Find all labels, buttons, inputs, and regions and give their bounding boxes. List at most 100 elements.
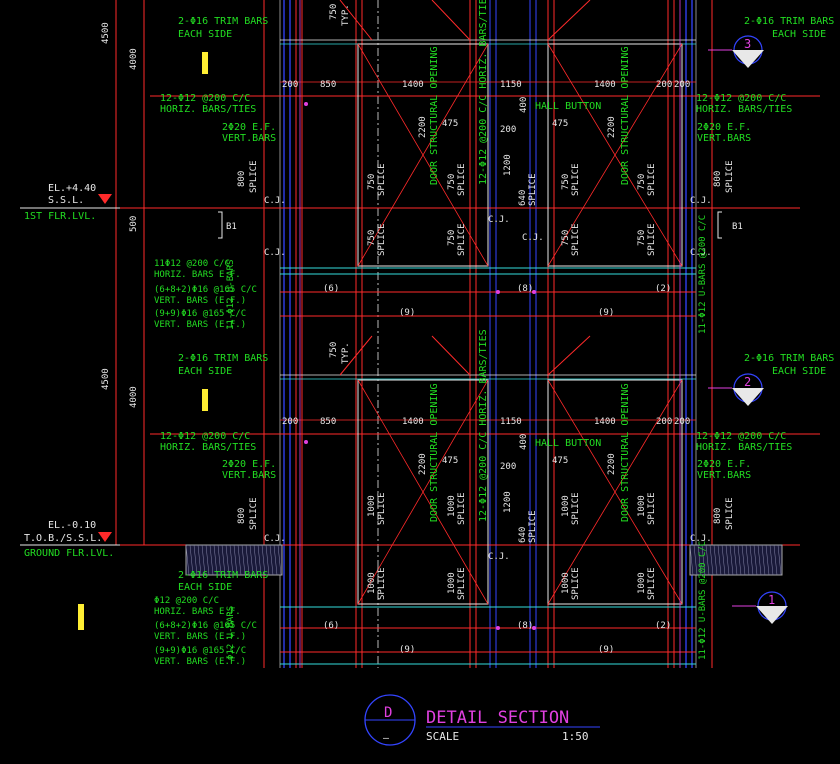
ground-hatch-stroke xyxy=(713,544,718,576)
ground-hatch-stroke xyxy=(769,544,774,576)
dim-2200-c: 2200 xyxy=(418,453,428,475)
section-marker-triangle xyxy=(732,388,764,406)
dim-750-f: 750 xyxy=(447,230,457,246)
splice-750-h: SPLICE xyxy=(647,223,657,256)
level-triangle-lower xyxy=(98,532,112,542)
rebar-dot xyxy=(304,440,308,444)
ground-hatch-stroke xyxy=(701,544,706,576)
level-upper-ssl: S.S.L. xyxy=(48,195,84,206)
splice-1000-b: SPLICE xyxy=(457,492,467,525)
ground-hatch-stroke xyxy=(729,544,734,576)
ground-hatch-stroke xyxy=(241,544,246,576)
yellow-marker xyxy=(202,389,208,411)
dim-640-b: 640 xyxy=(518,527,528,543)
ground-hatch-stroke xyxy=(733,544,738,576)
ground-hatch-stroke xyxy=(249,544,254,576)
level-marker-upper: EL.+4.40 S.S.L. 1ST FLR.LVL. xyxy=(24,183,96,222)
dim-850-b: 850 xyxy=(320,417,336,427)
ground-hatch-stroke xyxy=(709,544,714,576)
ground-hatch-stroke xyxy=(277,544,282,576)
vert-ef-note-b-lower: (9+9)Φ16 @165 C/C xyxy=(154,646,246,656)
vert-bars-label-right: VERT.BARS xyxy=(697,133,751,144)
horiz-ef-label-lower: HORIZ. BARS E.F. xyxy=(154,607,241,617)
door-opening-diagonal xyxy=(547,379,683,605)
splice-800-b: SPLICE xyxy=(725,160,735,193)
vert-bars-note-left: 2Φ20 E.F. xyxy=(222,122,276,133)
ground-hatch-stroke xyxy=(197,544,202,576)
dim-1200-b: 1200 xyxy=(503,491,513,513)
dim-200-a: 200 xyxy=(282,80,298,90)
door-opening-label-c: DOOR STRUCTURAL OPENING xyxy=(429,384,440,522)
vert-ef-note-a-lower: (6+8+2)Φ16 @165 C/C xyxy=(154,621,257,631)
splice-750-c: SPLICE xyxy=(571,163,581,196)
splice-750-g: SPLICE xyxy=(571,223,581,256)
horiz-ties-note-right: 12-Φ12 @200 C/C xyxy=(696,93,786,104)
storey-lower-notes: 2-Φ16 TRIM BARS EACH SIDE 2-Φ16 TRIM BAR… xyxy=(101,329,834,600)
level-upper-elevation: EL.+4.40 xyxy=(48,183,96,194)
ground-hatch-stroke xyxy=(777,544,782,576)
door-opening-frame xyxy=(357,379,489,605)
rebar-dot xyxy=(304,102,308,106)
level-lower-ssl: T.O.B./S.S.L. xyxy=(24,533,102,544)
ground-hatch-stroke xyxy=(741,544,746,576)
dim-200-e: 200 xyxy=(282,417,298,427)
detail-bubble-sub: — xyxy=(383,733,390,744)
splice-1000-a: SPLICE xyxy=(377,492,387,525)
dim-800-a: 800 xyxy=(237,171,247,187)
each-side-note-left: EACH SIDE xyxy=(178,29,232,40)
dim-750-e: 750 xyxy=(367,230,377,246)
bars-8-lower: (8) xyxy=(517,621,533,631)
level-lower-elevation: EL.-0.10 xyxy=(48,520,96,531)
b1-bracket-left xyxy=(218,211,223,239)
door-opening-label-d: DOOR STRUCTURAL OPENING xyxy=(620,384,631,522)
trim-bar-diagonal xyxy=(547,0,591,41)
dim-800-c: 800 xyxy=(237,508,247,524)
trim-bars-note-left: 2-Φ16 TRIM BARS xyxy=(178,16,268,27)
scale-value: 1:50 xyxy=(562,730,589,743)
horiz-ef-note-upper: 11Φ12 @200 C/C xyxy=(154,259,230,269)
door-opening-frame xyxy=(547,43,683,267)
section-marker-2-label: 2 xyxy=(744,375,751,389)
ground-hatch-stroke xyxy=(237,544,242,576)
ground-hatch-stroke xyxy=(209,544,214,576)
u-bars-right-lower: 11-Φ12 U-BARS @200 C/C xyxy=(698,541,708,660)
horiz-ties-note-left: 12-Φ12 @200 C/C xyxy=(160,93,250,104)
bars-9-upper-b: (9) xyxy=(598,308,614,318)
ground-hatch-stroke xyxy=(773,544,778,576)
splice-1000-f: SPLICE xyxy=(457,567,467,600)
typ-label-b: TYP. xyxy=(341,342,351,364)
drawing-geometry xyxy=(20,0,820,668)
door-opening-diagonal xyxy=(357,379,489,605)
splice-1000-h: SPLICE xyxy=(647,567,657,600)
trim-bars-note-left-2: 2-Φ16 TRIM BARS xyxy=(178,353,268,364)
ground-hatch-stroke xyxy=(257,544,262,576)
dim-1000-f: 1000 xyxy=(447,572,457,594)
ground-hatch-stroke xyxy=(265,544,270,576)
dim-2200-a: 2200 xyxy=(418,116,428,138)
vert-ef-label-b-upper: VERT. BARS (E.F.) xyxy=(154,320,246,330)
bars-9-lower-a: (9) xyxy=(399,645,415,655)
ground-hatch-stroke xyxy=(233,544,238,576)
dim-750-typ: 750 xyxy=(329,4,339,20)
dim-850-a: 850 xyxy=(320,80,336,90)
level-lower-name: GROUND FLR.LVL. xyxy=(24,548,114,559)
detail-bubble-letter: D xyxy=(384,705,392,721)
dim-475-b: 475 xyxy=(552,119,568,129)
section-marker-2: 2 xyxy=(744,375,751,389)
b1-bracket-right xyxy=(717,211,722,239)
ground-hatch-stroke xyxy=(761,544,766,576)
bars-9-upper-a: (9) xyxy=(399,308,415,318)
horiz-ties-note-left-2: 12-Φ12 @200 C/C xyxy=(160,431,250,442)
dim-400-a: 400 xyxy=(519,97,529,113)
ground-hatch-stroke xyxy=(213,544,218,576)
ground-hatch-stroke xyxy=(753,544,758,576)
splice-750-a: SPLICE xyxy=(377,163,387,196)
horiz-ef-label-upper: HORIZ. BARS E.F. xyxy=(154,270,241,280)
dim-1400-a: 1400 xyxy=(402,80,424,90)
ground-hatch-stroke xyxy=(193,544,198,576)
typ-label-a: TYP. xyxy=(341,4,351,26)
each-side-note-right: EACH SIDE xyxy=(772,29,826,40)
ground-hatch-stroke xyxy=(225,544,230,576)
dim-2200-b: 2200 xyxy=(607,116,617,138)
each-side-note-left-3: EACH SIDE xyxy=(178,582,232,593)
